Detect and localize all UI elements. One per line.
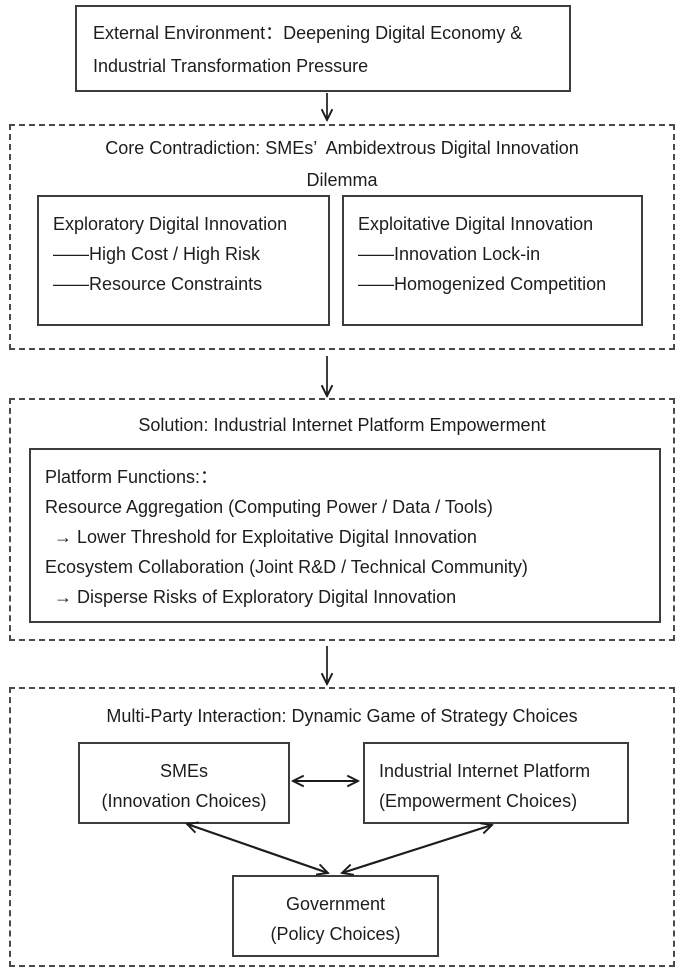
interaction-title: Multi-Party Interaction: Dynamic Game of… bbox=[106, 706, 578, 726]
solution-section: Solution: Industrial Internet Platform E… bbox=[9, 398, 675, 641]
platform-function-effect-line: → Lower Threshold for Exploitative Digit… bbox=[54, 527, 477, 547]
external-environment-line1: External Environment：Deepening Digital E… bbox=[93, 23, 523, 43]
external-environment-box: External Environment：Deepening Digital E… bbox=[75, 5, 571, 92]
exploratory-title: Exploratory Digital Innovation bbox=[53, 214, 288, 234]
platform-functions-box: Platform Functions:： Resource Aggregatio… bbox=[29, 448, 661, 623]
solution-title: Solution: Industrial Internet Platform E… bbox=[138, 415, 546, 435]
platform-sublabel: (Empowerment Choices) bbox=[379, 791, 578, 811]
exploratory-bullet: ——Resource Constraints bbox=[53, 274, 263, 294]
smes-box: SMEs (Innovation Choices) bbox=[78, 742, 290, 824]
core-contradiction-title-line2: Dilemma bbox=[306, 170, 378, 190]
exploitative-bullet: ——Homogenized Competition bbox=[358, 274, 607, 294]
core-contradiction-title-line1: Core Contradiction: SMEs’ Ambidextrous D… bbox=[105, 138, 579, 158]
platform-function-line: Resource Aggregation (Computing Power / … bbox=[45, 497, 493, 517]
external-environment-line2: Industrial Transformation Pressure bbox=[93, 56, 369, 76]
multi-party-interaction-section: Multi-Party Interaction: Dynamic Game of… bbox=[9, 687, 675, 967]
industrial-internet-platform-box: Industrial Internet Platform (Empowermen… bbox=[363, 742, 629, 824]
smes-sublabel: (Innovation Choices) bbox=[101, 791, 267, 811]
government-label: Government bbox=[285, 894, 386, 914]
platform-function-line: Ecosystem Collaboration (Joint R&D / Tec… bbox=[45, 557, 528, 577]
government-sublabel: (Policy Choices) bbox=[270, 924, 401, 944]
exploitative-innovation-box: Exploitative Digital Innovation ——Innova… bbox=[342, 195, 643, 326]
platform-label: Industrial Internet Platform bbox=[379, 761, 591, 781]
interaction-title-wrap: Multi-Party Interaction: Dynamic Game of… bbox=[11, 689, 673, 731]
core-contradiction-title: Core Contradiction: SMEs’ Ambidextrous D… bbox=[11, 126, 673, 196]
core-contradiction-section: Core Contradiction: SMEs’ Ambidextrous D… bbox=[9, 124, 675, 350]
smes-label: SMEs bbox=[159, 761, 208, 781]
exploratory-bullet: ——High Cost / High Risk bbox=[53, 244, 261, 264]
solution-title-wrap: Solution: Industrial Internet Platform E… bbox=[11, 400, 673, 440]
exploitative-bullet: ——Innovation Lock-in bbox=[358, 244, 541, 264]
exploitative-title: Exploitative Digital Innovation bbox=[358, 214, 594, 234]
platform-function-effect-line: → Disperse Risks of Exploratory Digital … bbox=[54, 587, 457, 607]
government-box: Government (Policy Choices) bbox=[232, 875, 439, 957]
platform-functions-heading: Platform Functions:： bbox=[45, 467, 219, 487]
exploratory-innovation-box: Exploratory Digital Innovation ——High Co… bbox=[37, 195, 330, 326]
